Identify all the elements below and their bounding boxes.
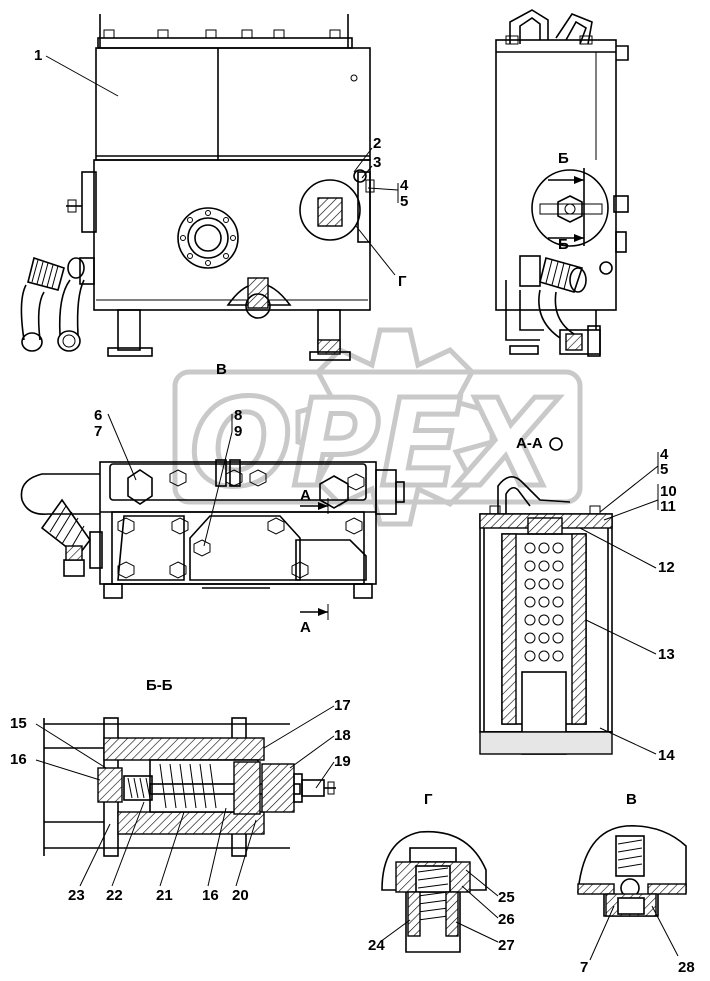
callout-6: 6 [94,407,102,424]
callout-11: 11 [660,498,676,515]
callout-16b: 16 [202,887,219,904]
callout-15: 15 [10,715,27,732]
side-hose-ribs [545,259,571,290]
section-bb [43,717,336,857]
callout-25: 25 [498,889,515,906]
label-cut-a-top: А [300,487,311,504]
label-section-aa: А-А [516,435,543,452]
callout-9: 9 [234,423,242,440]
label-detail-g: Г [424,791,433,808]
callout-12: 12 [658,559,675,576]
callout-5: 5 [400,193,408,210]
filter-holes [524,542,564,662]
callout-1: 1 [34,47,42,64]
callout-2: 2 [373,135,381,152]
section-aa [479,476,613,755]
label-view-b: В [216,361,227,378]
label-cut-b-bottom: Б [558,236,569,253]
detail-g [381,830,487,953]
leader-lines [35,55,679,961]
label-detail-v: В [626,791,637,808]
v-spring [617,839,643,869]
label-cut-a-bottom: А [300,619,311,636]
callout-numbers: 1 2 3 4 5 6 7 8 9 4 5 10 11 12 13 14 15 … [10,47,695,976]
top-bolts [103,29,341,39]
callout-21: 21 [156,887,173,904]
callout-18: 18 [334,727,351,744]
callout-7: 7 [94,423,102,440]
section-aa-symbol [549,437,563,451]
callout-4: 4 [400,177,409,194]
callout-17: 17 [334,697,351,714]
bb-spring [159,763,217,809]
callout-27: 27 [498,937,515,954]
callout-20: 20 [232,887,249,904]
detail-v [577,825,687,917]
callout-13: 13 [658,646,675,663]
callout-4b: 4 [660,446,669,463]
g-spring [417,867,449,921]
callout-16: 16 [10,751,27,768]
callout-8: 8 [234,407,242,424]
callout-23: 23 [68,887,85,904]
callout-7b: 7 [580,959,588,976]
label-cut-b-top: Б [558,150,569,167]
callout-10: 10 [660,483,677,500]
callout-14: 14 [658,747,675,764]
label-section-bb: Б-Б [146,677,173,694]
top-hose-ribs [49,505,85,551]
side-view [495,9,629,357]
callout-22: 22 [106,887,123,904]
front-view [20,14,375,361]
hose-ribs [31,259,59,289]
bb-spring-small [127,777,151,799]
section-labels: В Г А-А Б-Б А А Б Б Г В [146,150,637,808]
callout-26: 26 [498,911,515,928]
callout-28: 28 [678,959,695,976]
watermark-text: OPEX [190,375,560,514]
callout-19: 19 [334,753,351,770]
callout-3: 3 [373,154,381,171]
callout-5b: 5 [660,461,668,478]
top-view [20,459,405,620]
callout-24: 24 [368,937,385,954]
label-view-g: Г [398,273,407,290]
